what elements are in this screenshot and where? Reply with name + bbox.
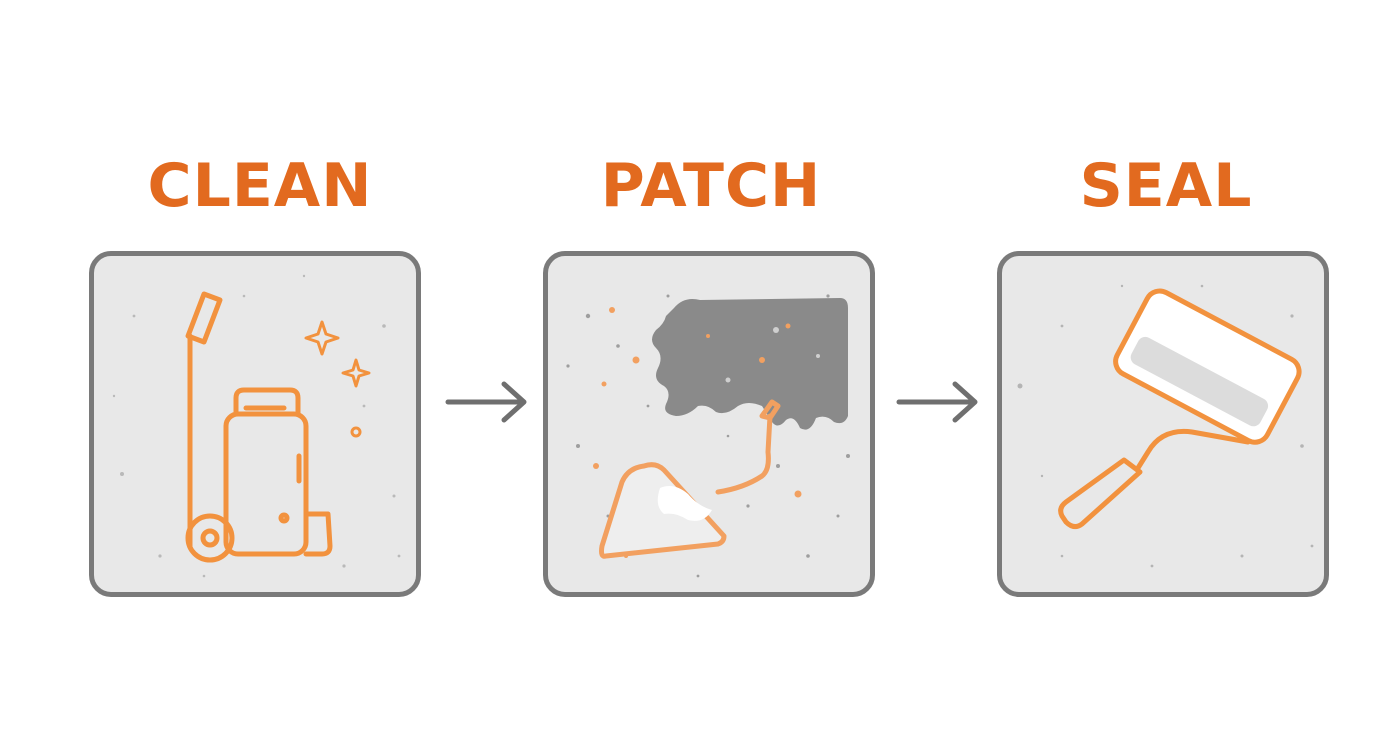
step-title-patch: PATCH — [600, 151, 822, 221]
arrow-right-icon — [896, 381, 978, 423]
step-panel-clean — [89, 251, 421, 597]
step-title-seal: SEAL — [1079, 151, 1253, 221]
patch-hole — [652, 298, 848, 430]
step-title-clean: CLEAN — [147, 151, 373, 221]
arrow-right-icon — [445, 381, 527, 423]
trowel-patch-icon — [599, 298, 848, 559]
step-panel-patch — [543, 251, 875, 597]
panel-texture — [1017, 284, 1314, 568]
paint-roller-icon — [1058, 288, 1302, 530]
pressure-washer-icon — [185, 291, 371, 563]
panel-texture — [112, 274, 401, 578]
step-panel-seal — [997, 251, 1329, 597]
